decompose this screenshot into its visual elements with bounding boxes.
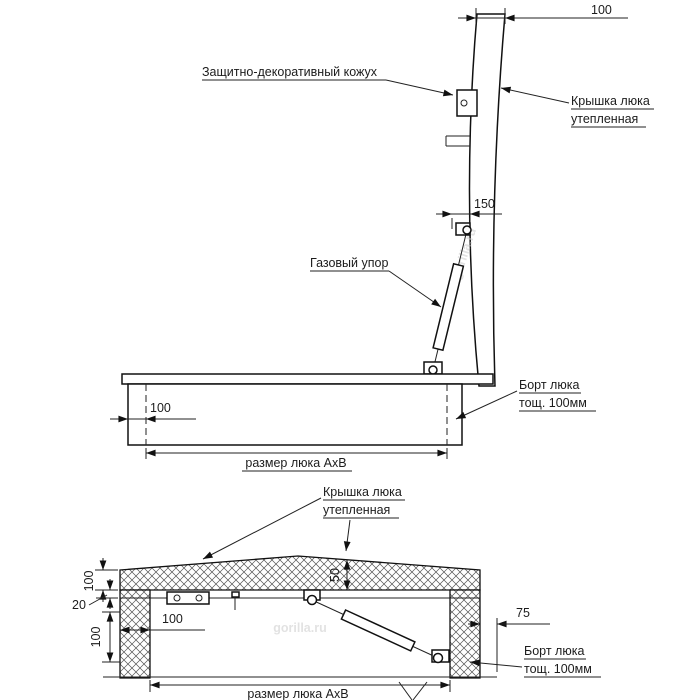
frame-box [128,384,462,445]
dim-cover-thickness: 100 [458,3,628,24]
svg-text:100: 100 [591,3,612,17]
dim-size-top: размер люка АхВ [146,448,447,471]
dim-flange-overhang: 75 [468,606,550,672]
label-bort-bottom: Борт люка тощ. 100мм [470,644,601,677]
label-cover-top: Крышка люка утепленная [501,86,654,127]
svg-text:50: 50 [328,568,342,582]
latch-tab [446,136,470,146]
wall-right [450,590,480,678]
frame-seat [122,374,493,384]
svg-text:100: 100 [82,571,96,592]
svg-text:100: 100 [150,401,171,415]
dim-slab-height: 100 [82,558,118,602]
svg-text:утепленная: утепленная [571,112,638,126]
dim-center: 50 [328,560,351,590]
svg-text:Газовый упор: Газовый упор [310,256,388,270]
dim-wall-thickness-bottom: 100 [120,612,205,634]
svg-text:Защитно-декоративный кожух: Защитно-декоративный кожух [202,65,378,79]
watermark-bottom: gorilla.ru [273,621,326,635]
cover-slab [120,556,480,590]
svg-text:20: 20 [72,598,86,612]
svg-text:размер люка АхВ: размер люка АхВ [245,456,346,470]
svg-text:утепленная: утепленная [323,503,390,517]
svg-text:100: 100 [162,612,183,626]
dim-wall-thickness-top: 100 [110,401,196,423]
dim-lip: 20 [72,579,118,612]
casing-bracket [457,90,477,116]
svg-text:размер люка АхВ: размер люка АхВ [247,687,348,700]
svg-text:тощ. 100мм: тощ. 100мм [524,662,592,676]
svg-text:Борт люка: Борт люка [524,644,584,658]
svg-text:тощ. 100мм: тощ. 100мм [519,396,587,410]
open-cover-panel [469,14,505,386]
top-view: gorilla.ru 100 Защитно-декоративный кожу… [110,3,654,471]
svg-text:150: 150 [474,197,495,211]
label-cover-bottom: Крышка люка утепленная [203,485,405,559]
wall-left [120,590,150,678]
svg-text:Крышка люка: Крышка люка [571,94,650,108]
dim-size-bottom: размер люка АхВ [150,680,450,700]
label-bort-top: Борт люка тощ. 100мм [456,378,596,419]
svg-text:75: 75 [516,606,530,620]
label-gas-strut: Газовый упор [310,256,441,307]
svg-text:100: 100 [89,627,103,648]
gas-strut-open [424,223,471,374]
svg-text:Крышка люка: Крышка люка [323,485,402,499]
dim-wall-height: 100 [89,612,120,662]
bottom-view: Крышка люка утепленная gorilla.ru [72,485,601,700]
svg-text:Борт люка: Борт люка [519,378,579,392]
dim-strut-offset: 150 [436,197,502,229]
gas-strut-closed [304,590,449,663]
label-casing: Защитно-декоративный кожух [202,65,453,97]
lock-mechanism [167,592,239,610]
